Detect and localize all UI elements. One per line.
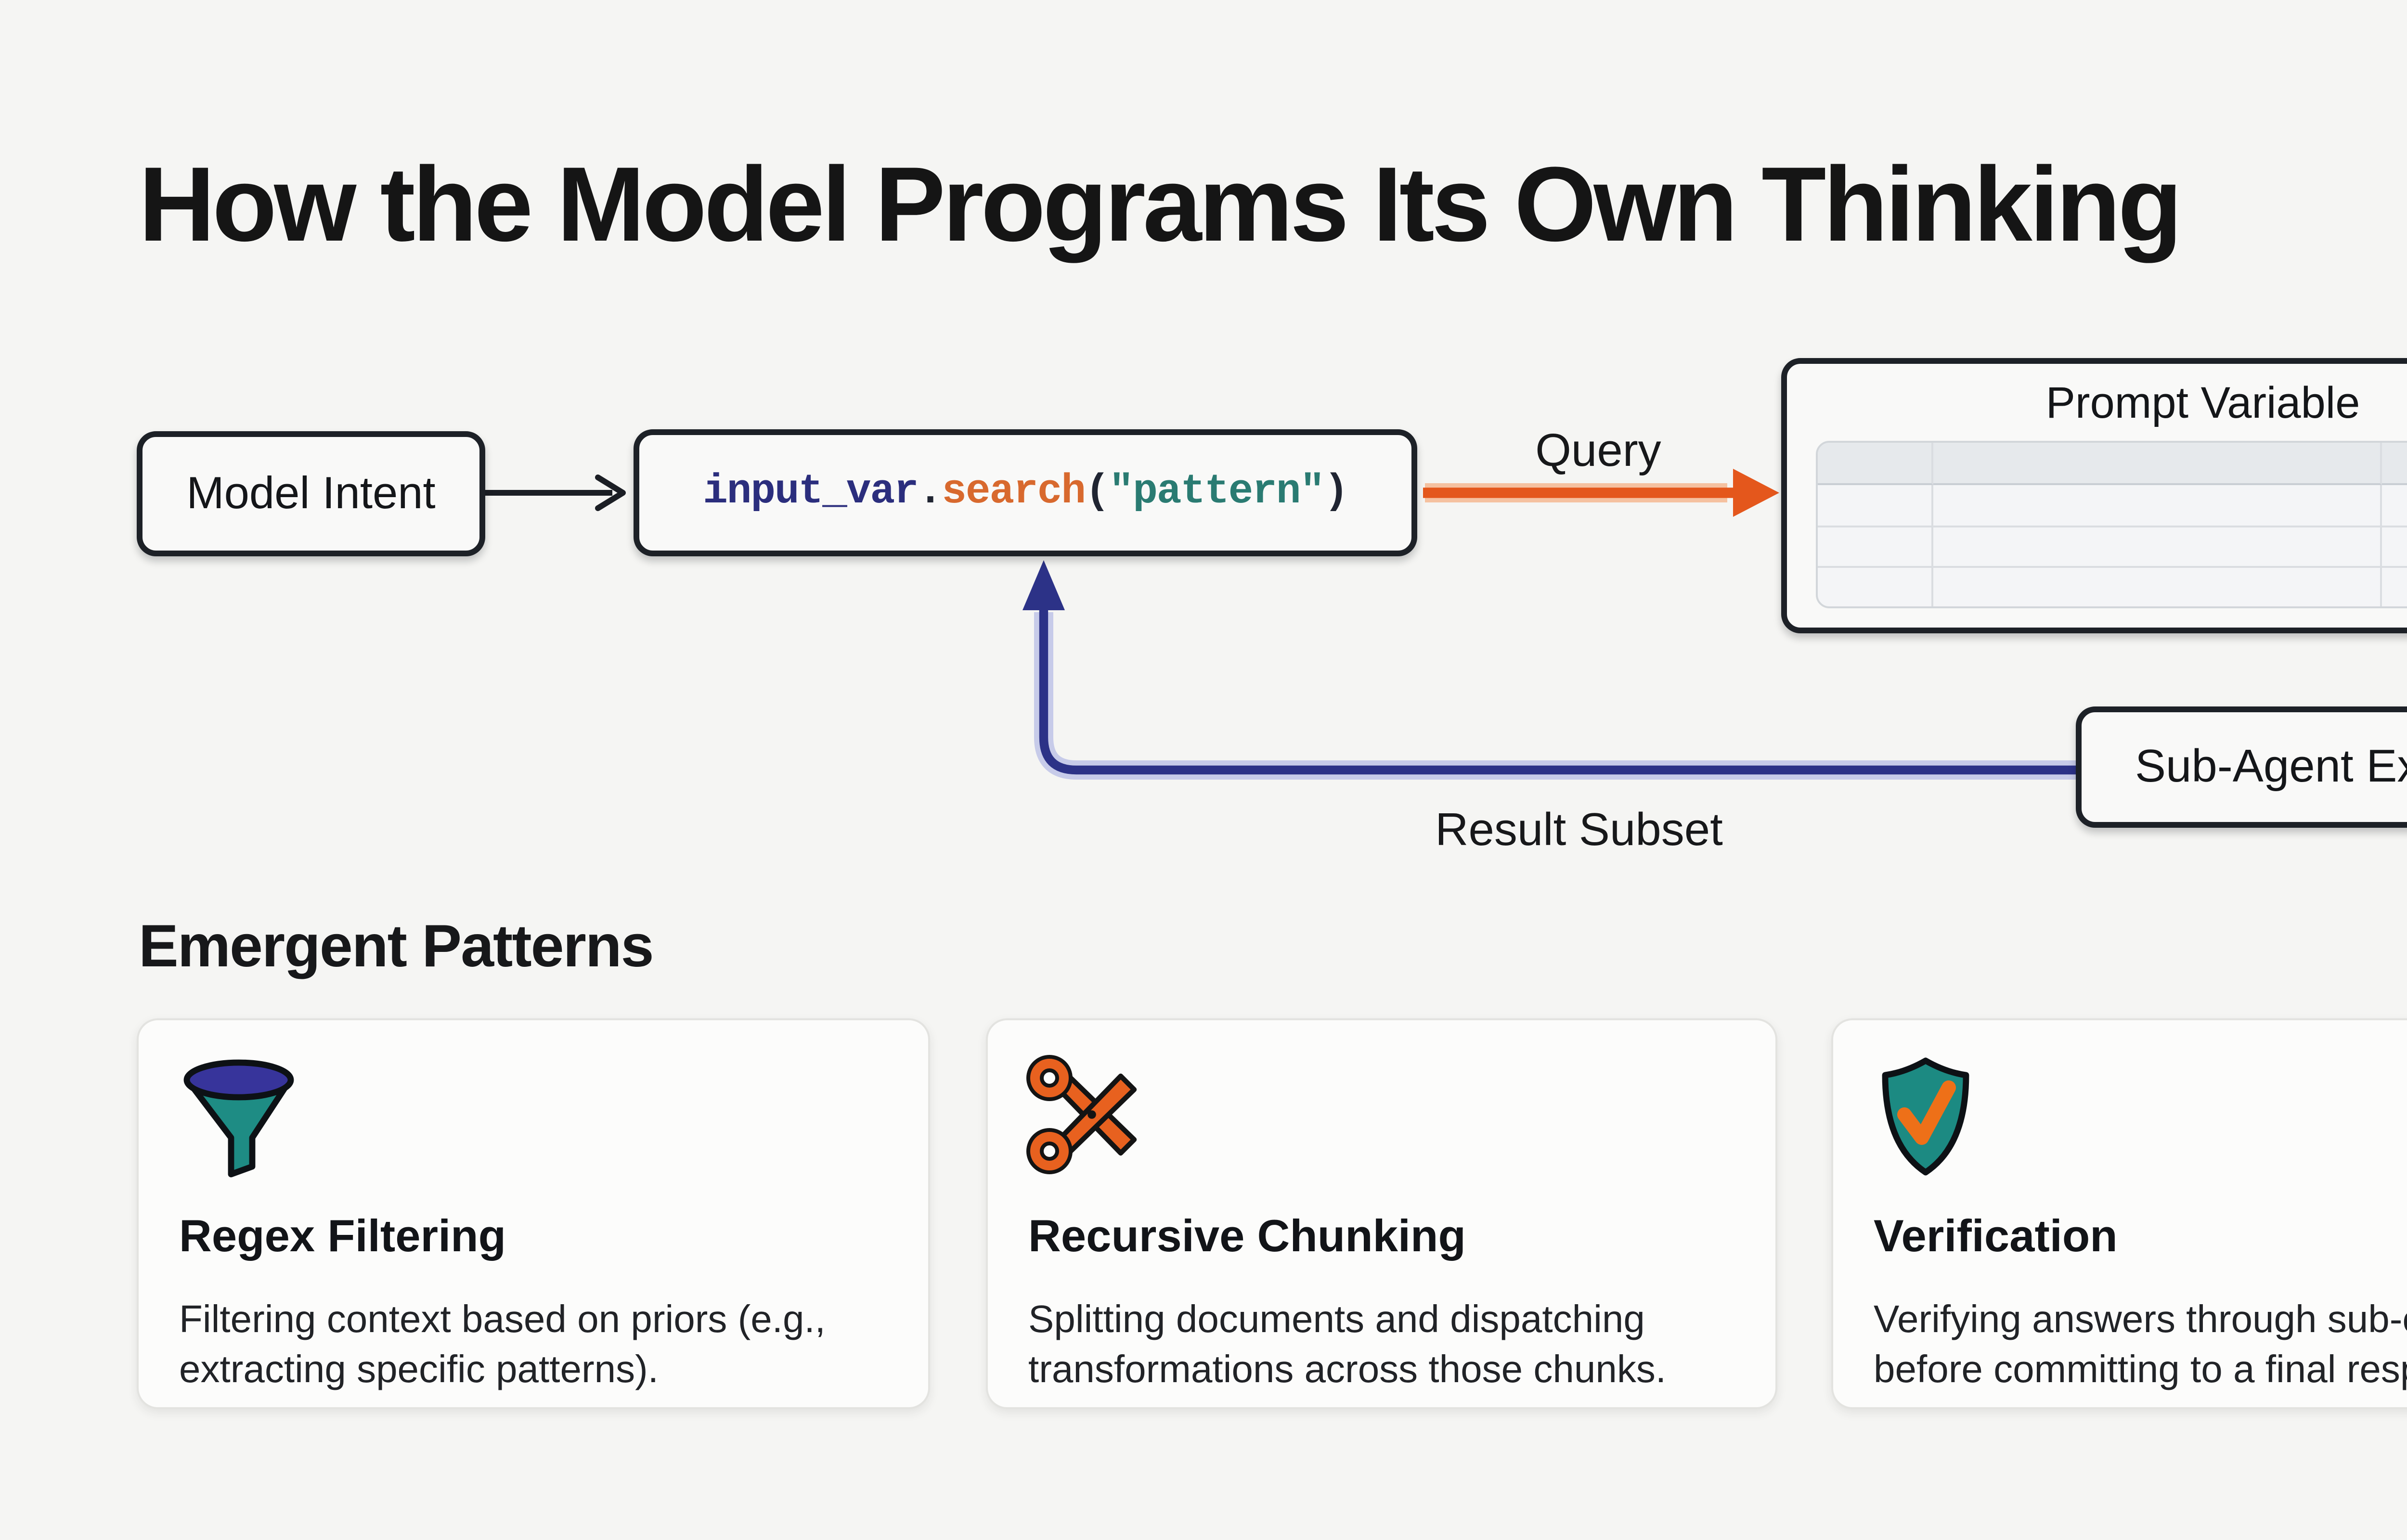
emergent-patterns-heading: Emergent Patterns [139, 912, 654, 980]
table-cell [1933, 568, 2383, 606]
table-cell [1818, 485, 1933, 527]
table-cell [1818, 568, 1933, 606]
card-title: Recursive Chunking [1028, 1211, 1466, 1261]
prompt-variable-title: Prompt Variable [2045, 377, 2360, 427]
code-open-paren-token: ( [1085, 470, 1110, 516]
code-expression-node: input_var.search("pattern") [634, 429, 1417, 556]
table-header-cell [2382, 443, 2407, 486]
page-title: How the Model Programs Its Own Thinking [139, 144, 2183, 264]
card-description: Filtering context based on priors (e.g.,… [179, 1299, 826, 1392]
prompt-variable-table [1816, 441, 2407, 608]
pattern-card-regex-filtering: Regex Filtering Filtering context based … [137, 1018, 930, 1409]
scissors-icon [1026, 1053, 1150, 1176]
code-expression: input_var.search("pattern") [703, 470, 1349, 516]
table-header-cell [1818, 443, 1933, 486]
card-description: Verifying answers through sub-calls befo… [1874, 1299, 2407, 1392]
prompt-variable-node: Prompt Variable [1781, 358, 2407, 633]
card-title: Verification [1874, 1211, 2118, 1261]
table-cell [1932, 527, 2383, 569]
table-cell [1932, 485, 2383, 527]
card-description: Splitting documents and dispatching tran… [1028, 1299, 1667, 1392]
code-method-token: search [942, 470, 1086, 516]
code-dot-token: . [918, 470, 943, 516]
table-cell [1818, 527, 1933, 569]
funnel-icon [177, 1053, 300, 1178]
table-header-cell [1932, 443, 2383, 486]
card-title: Regex Filtering [179, 1211, 506, 1261]
code-close-paren-token: ) [1324, 470, 1349, 516]
pattern-card-verification: Verification Verifying answers through s… [1831, 1018, 2407, 1409]
result-subset-label: Result Subset [1435, 805, 1723, 857]
query-label: Query [1535, 425, 1661, 477]
code-string-token: "pattern" [1109, 470, 1325, 516]
table-cell [2382, 485, 2407, 527]
intent-to-code-arrow [485, 475, 626, 511]
shield-check-icon [1872, 1053, 1995, 1176]
code-object-token: input_var [703, 470, 919, 516]
sub-agent-execution-node: Sub-Agent Execution [2076, 706, 2407, 828]
model-intent-node: Model Intent [137, 431, 485, 556]
table-cell [2382, 527, 2407, 569]
table-cell [2383, 569, 2407, 606]
model-intent-label: Model Intent [186, 468, 436, 518]
pattern-card-recursive-chunking: Recursive Chunking Splitting documents a… [986, 1018, 1777, 1409]
sub-agent-label: Sub-Agent Execution [2135, 740, 2407, 792]
